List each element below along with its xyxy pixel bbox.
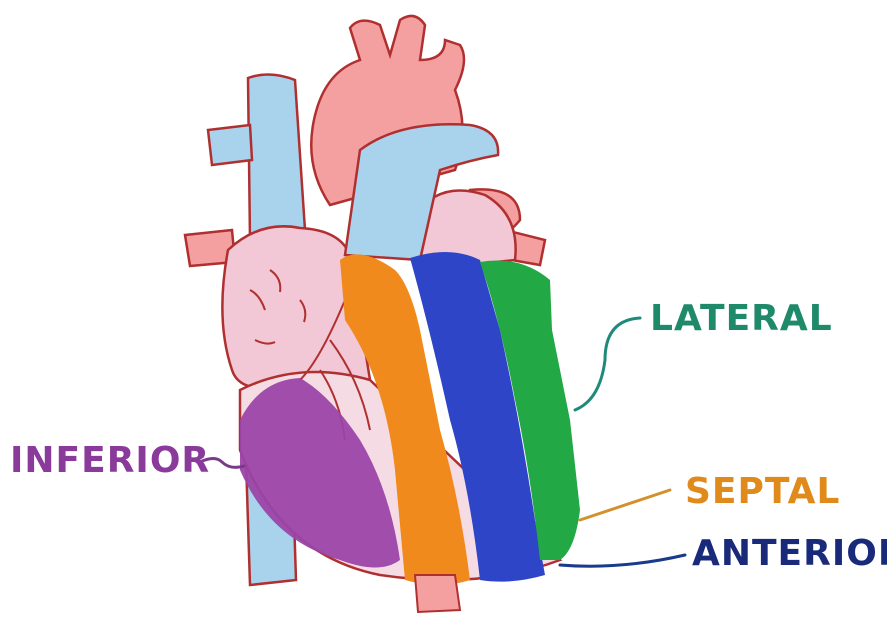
superior-vena-cava — [208, 74, 305, 240]
label-inferior: INFERIOR — [10, 440, 210, 481]
lateral-leader — [575, 318, 640, 410]
anterior-leader — [560, 555, 685, 566]
label-lateral: LATERAL — [650, 298, 833, 339]
label-septal: SEPTAL — [685, 471, 840, 512]
septal-leader — [580, 490, 670, 520]
label-anterior: ANTERIOR — [692, 533, 887, 574]
aortic-stub — [415, 575, 460, 612]
